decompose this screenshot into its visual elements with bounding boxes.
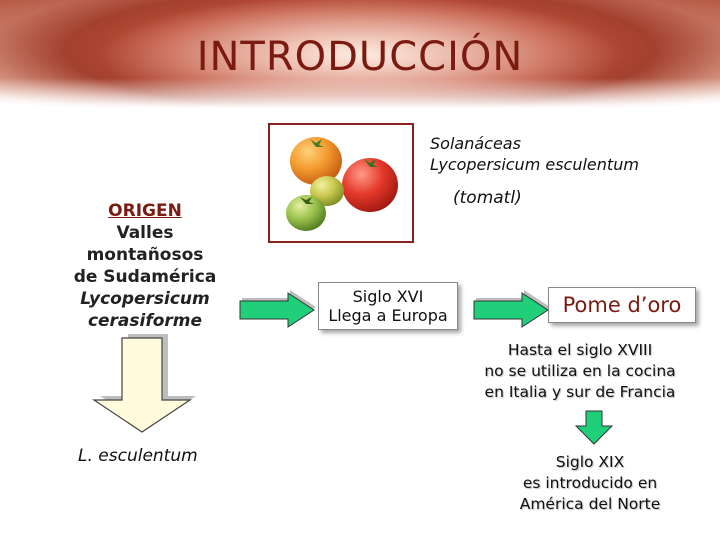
down-arrow-icon [574, 410, 614, 445]
common-name: (tomatl) [453, 188, 522, 208]
pome-doro-box: Pome d’oro [548, 287, 696, 323]
origin-species-2: cerasiforme [87, 311, 203, 331]
america-line-1: Siglo XIX [555, 453, 625, 471]
cuisine-note: Hasta el siglo XVIII no se utiliza en la… [460, 340, 700, 403]
origin-line-1: Valles [116, 223, 174, 243]
tomatoes-illustration [286, 137, 398, 231]
cuisine-line-3: en Italia y sur de Francia [484, 383, 676, 401]
tomatoes-photo [268, 123, 414, 243]
right-arrow-icon [239, 290, 316, 328]
europe-line-2: Llega a Europa [328, 306, 448, 325]
family-name: Solanáceas [430, 134, 521, 153]
orange-tomato [290, 137, 342, 185]
europe-line-1: Siglo XVI [352, 287, 424, 306]
america-line-2: es introducido en [522, 474, 658, 492]
europe-box: Siglo XVI Llega a Europa [318, 282, 458, 330]
scientific-name: Lycopersicum esculentum [430, 155, 639, 174]
origin-block: ORIGEN Valles montañosos de Sudamérica L… [60, 200, 230, 332]
america-note: Siglo XIX es introducido en América del … [480, 452, 700, 515]
pome-doro-label: Pome d’oro [562, 293, 682, 317]
cuisine-line-2: no se utiliza en la cocina [484, 362, 676, 380]
cuisine-line-1: Hasta el siglo XVIII [507, 341, 653, 359]
green-tomato [286, 195, 326, 231]
origin-line-2: montañosos [86, 245, 204, 265]
origin-species-1: Lycopersicum [80, 289, 210, 309]
yellow-green-tomato [310, 176, 344, 206]
right-arrow-icon [473, 290, 550, 328]
origin-line-3: de Sudamérica [73, 267, 217, 287]
result-species: L. esculentum [78, 446, 198, 466]
origin-heading: ORIGEN [108, 201, 182, 221]
red-tomato [342, 158, 398, 212]
slide-title: INTRODUCCIÓN [196, 34, 524, 80]
down-arrow-icon [92, 334, 196, 433]
title-banner [0, 0, 720, 108]
america-line-3: América del Norte [519, 495, 661, 513]
